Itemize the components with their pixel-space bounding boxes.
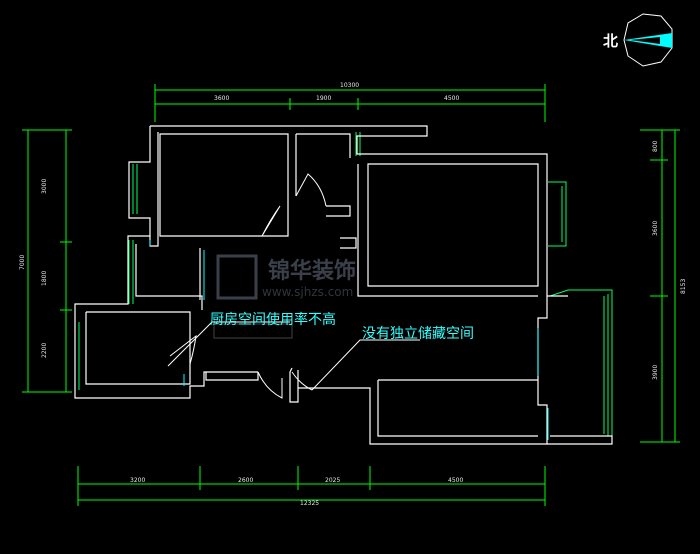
dimension-labels: 10300 3600 1900 4500 3200 2600 2025 4500… xyxy=(19,82,687,507)
dim-bottom-seg-2: 2600 xyxy=(238,477,253,484)
dim-right-seg-1: 800 xyxy=(652,140,659,152)
dimension-lines xyxy=(22,84,680,506)
dim-left-seg-1: 3000 xyxy=(41,179,48,194)
watermark: 锦华装饰 www.sjhzs.com xyxy=(216,254,356,300)
window-west-corridor xyxy=(128,240,134,304)
kitchen-note-leader xyxy=(167,321,290,367)
door-small-room xyxy=(295,173,327,207)
corridor-wall xyxy=(199,237,357,300)
dim-top-seg-3: 4500 xyxy=(444,95,459,102)
north-arrow-inner xyxy=(630,37,660,44)
walls xyxy=(74,125,613,445)
storage-note-leader xyxy=(311,339,420,391)
balcony-wall xyxy=(547,435,613,445)
outer-wall xyxy=(74,125,568,445)
compass-label: 北 xyxy=(603,32,618,50)
dim-bottom-seg-4: 4500 xyxy=(448,477,463,484)
door-kitchen xyxy=(169,334,197,365)
compass-octagon xyxy=(623,13,673,67)
inner-outline xyxy=(85,132,203,385)
doors xyxy=(169,173,327,399)
annotations: 厨房空间使用率不高 没有独立储藏空间 xyxy=(167,311,474,391)
watermark-logo-icon xyxy=(216,254,258,300)
compass: 北 xyxy=(603,13,673,67)
window-east-bedroom xyxy=(548,181,567,247)
door-bedroom-1 xyxy=(261,205,281,237)
dim-top-total: 10300 xyxy=(340,82,359,89)
cyan-details xyxy=(149,240,549,440)
east-bedroom-wall xyxy=(357,163,539,297)
living-room-wall xyxy=(205,370,538,437)
watermark-text: 锦华装饰 xyxy=(268,258,356,284)
window-west-bedroom xyxy=(128,162,150,219)
dim-bottom-seg-3: 2025 xyxy=(325,477,340,484)
dim-left-seg-2: 1800 xyxy=(41,271,48,286)
dim-right-seg-3: 3900 xyxy=(652,365,659,380)
window-balcony xyxy=(549,289,613,438)
kitchen-note: 厨房空间使用率不高 xyxy=(210,311,336,328)
door-living-2 xyxy=(291,371,313,391)
small-room-wall xyxy=(295,133,351,217)
dim-bottom-seg-1: 3200 xyxy=(130,477,145,484)
dim-left-total: 7000 xyxy=(19,255,26,270)
kitchen-note-box xyxy=(213,323,293,339)
watermark-url: www.sjhzs.com xyxy=(262,285,353,299)
dim-top-seg-1: 3600 xyxy=(214,95,229,102)
inner-wall-line xyxy=(159,133,289,237)
dim-left-seg-3: 2200 xyxy=(41,343,48,358)
door-living-1 xyxy=(257,371,283,399)
dim-right-seg-2: 3600 xyxy=(652,221,659,236)
storage-note: 没有独立储藏空间 xyxy=(362,326,474,342)
dim-top-seg-2: 1900 xyxy=(316,95,331,102)
dim-bottom-total: 12325 xyxy=(300,500,319,507)
dim-right-total: 8153 xyxy=(680,279,687,294)
